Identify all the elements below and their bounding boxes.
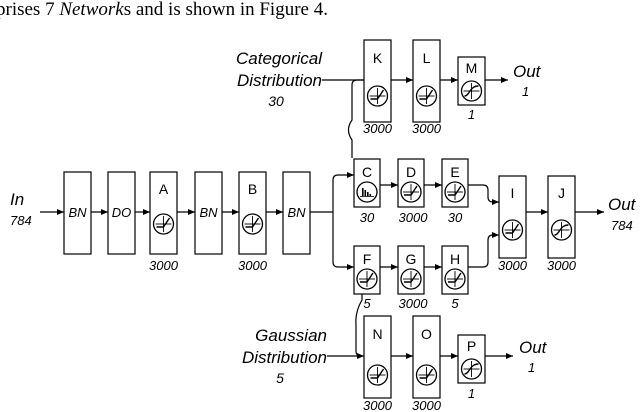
layer-n-label: N	[372, 326, 382, 342]
layer-c-label: C	[362, 164, 372, 180]
categorical-title: Categorical	[236, 49, 323, 68]
relu-icon	[444, 181, 466, 203]
relu-icon	[366, 85, 389, 107]
gaussian-subtitle: Distribution	[242, 348, 327, 367]
dropout-layer-label: DO	[112, 205, 132, 220]
bn-layer-2	[194, 171, 223, 255]
layer-b-size: 3000	[238, 258, 268, 273]
caption-text: prises 7 Networks and is shown in Figure…	[0, 0, 328, 20]
layer-f-label: F	[363, 251, 372, 267]
output-cat-label: Out	[513, 62, 542, 81]
layer-p-size: 1	[468, 386, 475, 401]
gaussian-title: Gaussian	[255, 326, 327, 345]
layer-p-label: P	[467, 338, 476, 354]
relu-icon	[366, 364, 389, 386]
input-label: In	[10, 190, 24, 209]
layer-m-size: 1	[468, 107, 475, 122]
arrow-bn3-f	[332, 212, 354, 270]
layer-j-size: 3000	[547, 258, 577, 273]
relu-icon	[400, 268, 422, 290]
bn-layer-3-label: BN	[287, 205, 306, 220]
layer-m-label: M	[466, 60, 478, 76]
layer-k	[363, 39, 392, 123]
layer-g-size: 3000	[399, 296, 429, 311]
bn-layer-3	[282, 171, 311, 255]
layer-l-label: L	[423, 50, 431, 66]
relu-icon	[400, 181, 422, 203]
output-gauss-label: Out	[519, 338, 548, 357]
layer-d-size: 3000	[399, 210, 429, 225]
relu-icon	[241, 213, 264, 235]
layer-l-size: 3000	[412, 121, 442, 136]
layer-l	[412, 39, 441, 123]
layer-i-label: I	[511, 185, 515, 201]
bn-layer-1-label: BN	[68, 205, 87, 220]
softmax-icon	[356, 181, 378, 203]
categorical-subtitle: Distribution	[237, 71, 322, 90]
layer-h-size: 5	[451, 296, 459, 311]
layer-g-label: G	[406, 251, 417, 267]
sigmoid-icon	[550, 219, 573, 241]
layer-d-label: D	[406, 164, 416, 180]
layer-b	[238, 171, 267, 255]
relu-icon	[444, 268, 466, 290]
layer-f-size: 5	[363, 296, 371, 311]
arrow-e-i	[468, 184, 499, 205]
layer-o-label: O	[421, 326, 432, 342]
output-main-label: Out	[608, 195, 637, 214]
layer-b-label: B	[248, 181, 257, 197]
layer-h-label: H	[450, 251, 460, 267]
layer-j-label: J	[558, 185, 565, 201]
gaussian-size: 5	[276, 370, 284, 386]
relu-icon	[415, 364, 438, 386]
output-gauss-size: 1	[528, 360, 535, 375]
layer-e-size: 30	[448, 210, 463, 225]
layer-k-size: 3000	[363, 121, 393, 136]
layer-a-label: A	[159, 181, 169, 197]
bn-layer-1	[63, 171, 92, 255]
input-size: 784	[10, 213, 32, 228]
f-to-n-connector	[355, 294, 363, 357]
layer-i-size: 3000	[498, 258, 528, 273]
bn-layer-2-label: BN	[199, 205, 218, 220]
relu-icon	[152, 213, 175, 235]
layer-e-label: E	[450, 164, 459, 180]
layer-c-size: 30	[360, 210, 375, 225]
categorical-size: 30	[268, 93, 284, 109]
layer-a-size: 3000	[149, 258, 179, 273]
relu-icon	[415, 85, 438, 107]
layer-i	[498, 175, 527, 259]
arrow-h-i	[468, 232, 499, 268]
linear-icon	[356, 268, 378, 290]
relu-icon	[501, 219, 524, 241]
layer-a	[149, 171, 178, 255]
output-main-size: 784	[611, 218, 633, 233]
output-cat-size: 1	[522, 84, 529, 99]
sigmoid-icon	[460, 358, 483, 380]
dropout-layer	[107, 171, 136, 255]
layer-n-size: 3000	[363, 398, 393, 412]
layer-o-size: 3000	[412, 398, 442, 412]
arrow-bn3-c	[332, 172, 354, 212]
layer-k-label: K	[373, 50, 383, 66]
sigmoid-icon	[460, 80, 483, 102]
c-to-k-connector	[347, 79, 364, 158]
layer-j	[547, 175, 576, 259]
